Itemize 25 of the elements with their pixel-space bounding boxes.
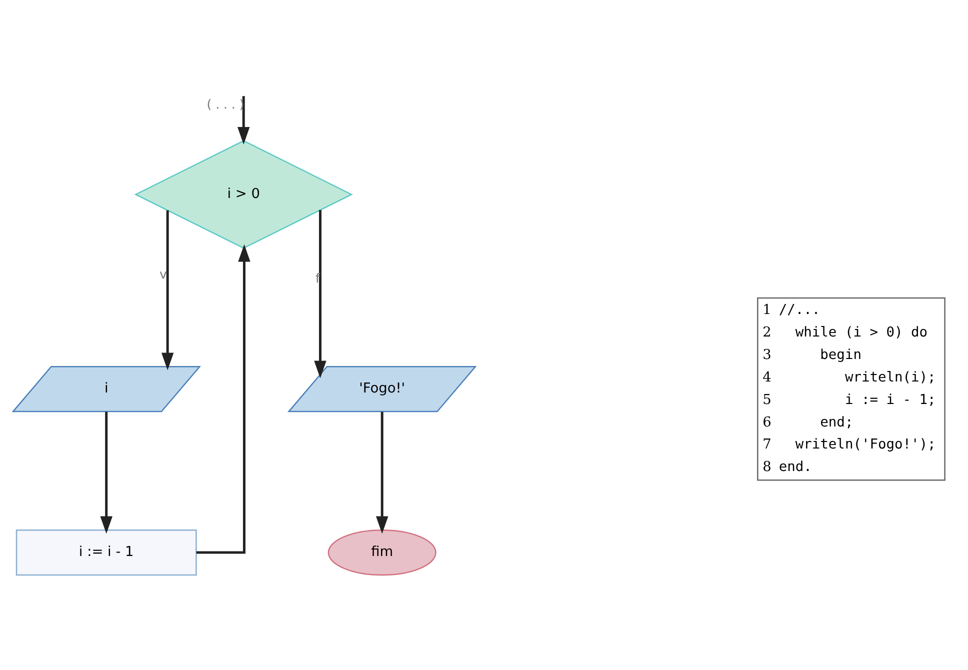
label: 8 [762,459,772,476]
arrow [314,210,326,378]
label: i := i - 1; [844,392,936,408]
label: 6 [762,414,772,430]
arrow [376,412,388,534]
node-box: i := i - 1 [16,529,197,576]
arrow [196,244,250,554]
arrow [161,210,174,370]
node-diamond: i > 0 [134,140,353,249]
label: writeln('Fogo!'); [795,436,936,453]
label: //... [778,302,820,318]
label: 1 [762,302,772,318]
arrow [100,412,112,534]
label: begin [820,346,862,363]
label: writeln(i); [844,369,936,386]
label: 3 [762,346,772,363]
label: while (i > 0) do [795,324,928,340]
node-ellipse: fim [328,529,436,576]
arrow [237,96,250,144]
label: 2 [762,324,772,340]
label: 4 [762,369,772,386]
label: 7 [762,436,772,453]
label: end; [820,414,854,430]
label: 5 [762,392,772,408]
label: end. [778,459,812,476]
